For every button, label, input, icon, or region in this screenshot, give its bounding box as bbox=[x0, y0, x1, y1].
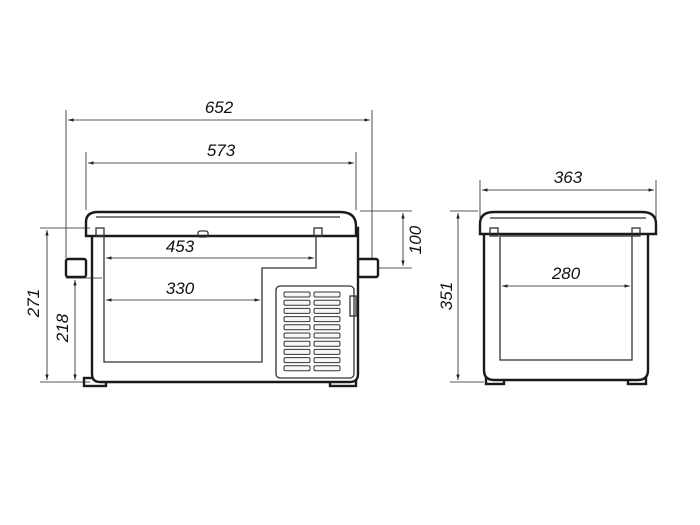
vent-slot bbox=[283, 316, 311, 323]
vent-slot bbox=[283, 307, 311, 314]
dimension-labels: 652 573 453 330 100 271 218 363 280 351 bbox=[24, 98, 583, 343]
side-inner-cavity bbox=[499, 235, 633, 361]
front-inner-cavity bbox=[103, 236, 317, 363]
vent-slot bbox=[283, 357, 311, 364]
right-handle bbox=[356, 257, 380, 279]
lid-left-hinge bbox=[95, 227, 105, 237]
vent-slot bbox=[313, 340, 341, 347]
vent-slot bbox=[313, 357, 341, 364]
lid-right-hinge bbox=[313, 227, 323, 237]
vent-slot bbox=[283, 324, 311, 331]
label-363: 363 bbox=[554, 168, 583, 187]
label-652: 652 bbox=[205, 98, 234, 117]
dimension-lines bbox=[40, 110, 657, 383]
label-218: 218 bbox=[53, 313, 72, 343]
label-330: 330 bbox=[166, 279, 195, 298]
vent-slot bbox=[313, 348, 341, 355]
front-view bbox=[64, 210, 380, 388]
label-280: 280 bbox=[551, 264, 581, 283]
vent-slot bbox=[283, 332, 311, 339]
vent-panel bbox=[275, 285, 357, 379]
vent-slot bbox=[283, 299, 311, 306]
label-573: 573 bbox=[207, 141, 236, 160]
vent-slot bbox=[313, 332, 341, 339]
vent-slot bbox=[313, 291, 341, 298]
side-lid-right-hinge bbox=[631, 227, 641, 237]
lid-latch bbox=[197, 230, 209, 238]
vent-slot bbox=[313, 365, 341, 372]
vent-slot bbox=[283, 340, 311, 347]
left-handle bbox=[64, 257, 88, 279]
label-271: 271 bbox=[24, 289, 43, 318]
side-lid bbox=[478, 210, 658, 236]
vent-slot bbox=[283, 291, 311, 298]
vent-slot bbox=[313, 324, 341, 331]
vent-slot bbox=[313, 299, 341, 306]
vent-slot bbox=[313, 307, 341, 314]
label-100: 100 bbox=[406, 225, 425, 254]
front-lid bbox=[84, 210, 358, 238]
label-453: 453 bbox=[166, 237, 195, 256]
side-view bbox=[478, 210, 658, 386]
label-351: 351 bbox=[437, 282, 456, 310]
side-body-outline bbox=[482, 224, 650, 382]
vent-slot bbox=[283, 348, 311, 355]
side-lid-left-hinge bbox=[489, 227, 499, 237]
vent-slot bbox=[283, 365, 311, 372]
vent-slot bbox=[313, 316, 341, 323]
